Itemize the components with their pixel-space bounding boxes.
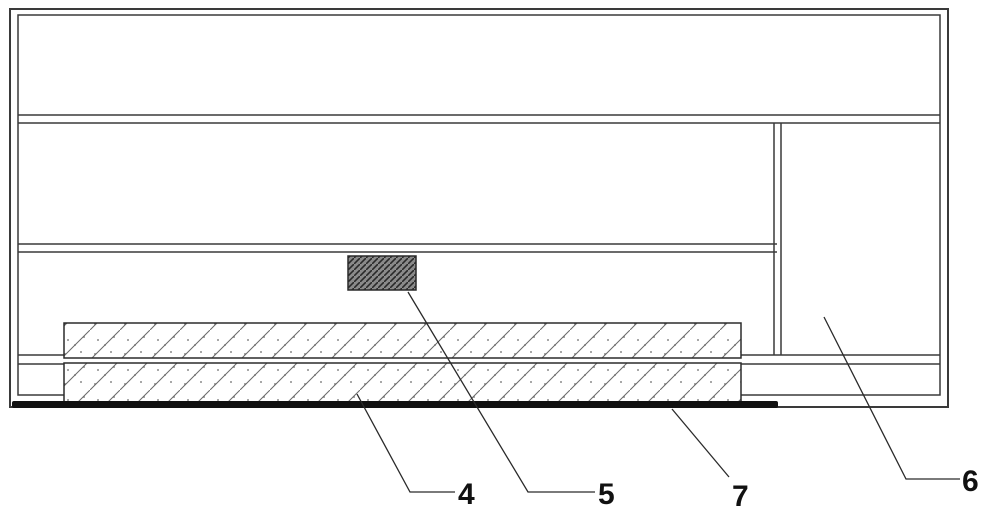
middle-shelf [18, 243, 777, 253]
hatched-block [347, 255, 417, 291]
callout-label-5: 5 [598, 478, 615, 511]
leader-line-4 [356, 393, 455, 493]
layered-slab [63, 322, 742, 404]
leader-line-6 [823, 316, 960, 480]
callout-label-4: 4 [458, 478, 475, 511]
callout-label-6: 6 [962, 465, 979, 498]
upper-shelf [18, 114, 940, 124]
callout-label-7: 7 [732, 480, 749, 513]
leader-line-7 [671, 408, 730, 478]
leader-line-5 [407, 291, 595, 493]
side-compartment-partition [773, 123, 782, 355]
base-plate [12, 401, 778, 408]
